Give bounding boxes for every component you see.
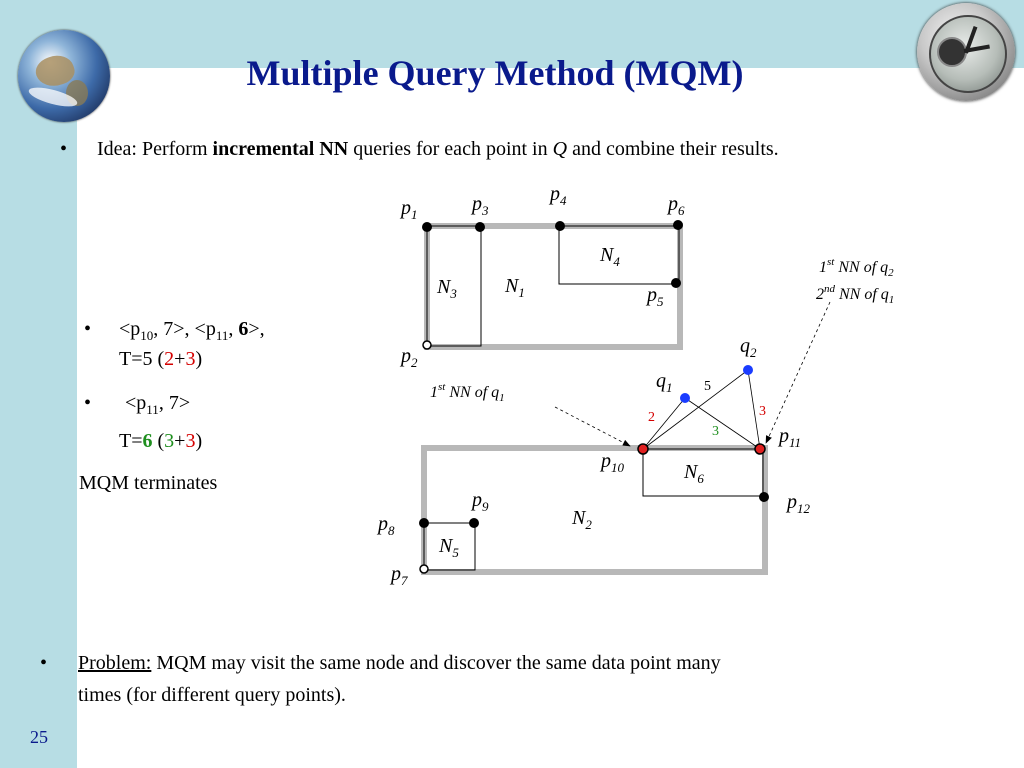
label-n1: N1 — [504, 275, 525, 300]
distance-q2-p11: 3 — [759, 404, 766, 419]
label-p7: p7 — [389, 563, 408, 588]
result-pair-2: <p11, 7> — [125, 392, 191, 417]
label-p9: p9 — [470, 489, 489, 514]
query-point-q1 — [680, 393, 690, 403]
line-q2-p11 — [747, 369, 761, 450]
mbr-n2 — [421, 445, 768, 575]
point-p11 — [754, 443, 766, 455]
mbr-n3 — [426, 225, 482, 347]
label-n2: N2 — [571, 507, 592, 532]
point-p2 — [422, 340, 432, 350]
idea-text: Idea: Perform incremental NN queries for… — [97, 138, 779, 160]
bullet-icon: • — [60, 138, 68, 160]
label-p10: p10 — [599, 450, 625, 475]
page-number: 25 — [30, 727, 48, 747]
result-pair-1: <p10, 7>, <p11, 6>, — [119, 318, 265, 343]
arrow-nn-q2 — [765, 301, 831, 444]
label-p2: p2 — [399, 345, 418, 370]
threshold-t5: T=5 (2+3) — [119, 348, 203, 370]
problem-text-line2: times (for different query points). — [78, 684, 346, 706]
annotation-1st-nn-q2: 1st NN of q2 — [819, 256, 894, 279]
point-p1 — [422, 222, 432, 232]
mbr-n6 — [642, 448, 764, 497]
clock-image — [917, 3, 1015, 101]
label-n4: N4 — [599, 244, 620, 269]
label-p11: p11 — [777, 425, 801, 450]
arrow-1st-nn-q1 — [554, 406, 631, 447]
label-p5: p5 — [645, 284, 664, 309]
mqm-terminates-text: MQM terminates — [79, 472, 218, 494]
label-q2: q2 — [740, 335, 757, 360]
bullet-icon: • — [84, 318, 92, 340]
left-sidebar-band — [0, 0, 77, 768]
point-p8 — [419, 518, 429, 528]
point-p7 — [419, 564, 429, 574]
label-p8: p8 — [376, 513, 395, 538]
point-p5 — [671, 278, 681, 288]
point-p9 — [469, 518, 479, 528]
label-p3: p3 — [470, 193, 489, 218]
annotation-1st-nn-q1: 1st NN of q1 — [430, 381, 505, 404]
earth-globe-image — [18, 30, 110, 122]
point-p4 — [555, 221, 565, 231]
mbr-n1 — [424, 223, 683, 350]
line-q1-p10 — [642, 397, 686, 450]
bullet-icon: • — [40, 652, 48, 674]
distance-q1-q2: 5 — [704, 379, 711, 394]
label-p12: p12 — [785, 491, 811, 516]
top-header-band — [77, 0, 913, 68]
threshold-t6: T=6 (3+3) — [119, 430, 203, 452]
label-p1: p1 — [399, 197, 418, 222]
label-q1: q1 — [656, 370, 673, 395]
point-p6 — [673, 220, 683, 230]
distance-q1-p10: 2 — [648, 410, 655, 425]
annotation-2nd-nn-q1: 2nd NN of q1 — [816, 283, 894, 306]
label-n3: N3 — [436, 276, 457, 301]
mbr-n5 — [423, 522, 476, 571]
line-q2-p10 — [642, 369, 749, 450]
slide-title: Multiple Query Method (MQM) — [246, 53, 744, 93]
point-p12 — [759, 492, 769, 502]
label-p6: p6 — [666, 193, 685, 218]
point-p3 — [475, 222, 485, 232]
label-n5: N5 — [438, 535, 459, 560]
point-p10 — [637, 443, 649, 455]
problem-text-line1: Problem: MQM may visit the same node and… — [78, 652, 721, 674]
label-p4: p4 — [548, 183, 567, 208]
mbr-n4 — [558, 225, 680, 285]
query-point-q2 — [743, 365, 753, 375]
distance-q1-p11: 3 — [712, 424, 719, 439]
label-n6: N6 — [683, 461, 704, 486]
bullet-icon: • — [84, 392, 92, 414]
line-q1-p11 — [684, 397, 761, 450]
